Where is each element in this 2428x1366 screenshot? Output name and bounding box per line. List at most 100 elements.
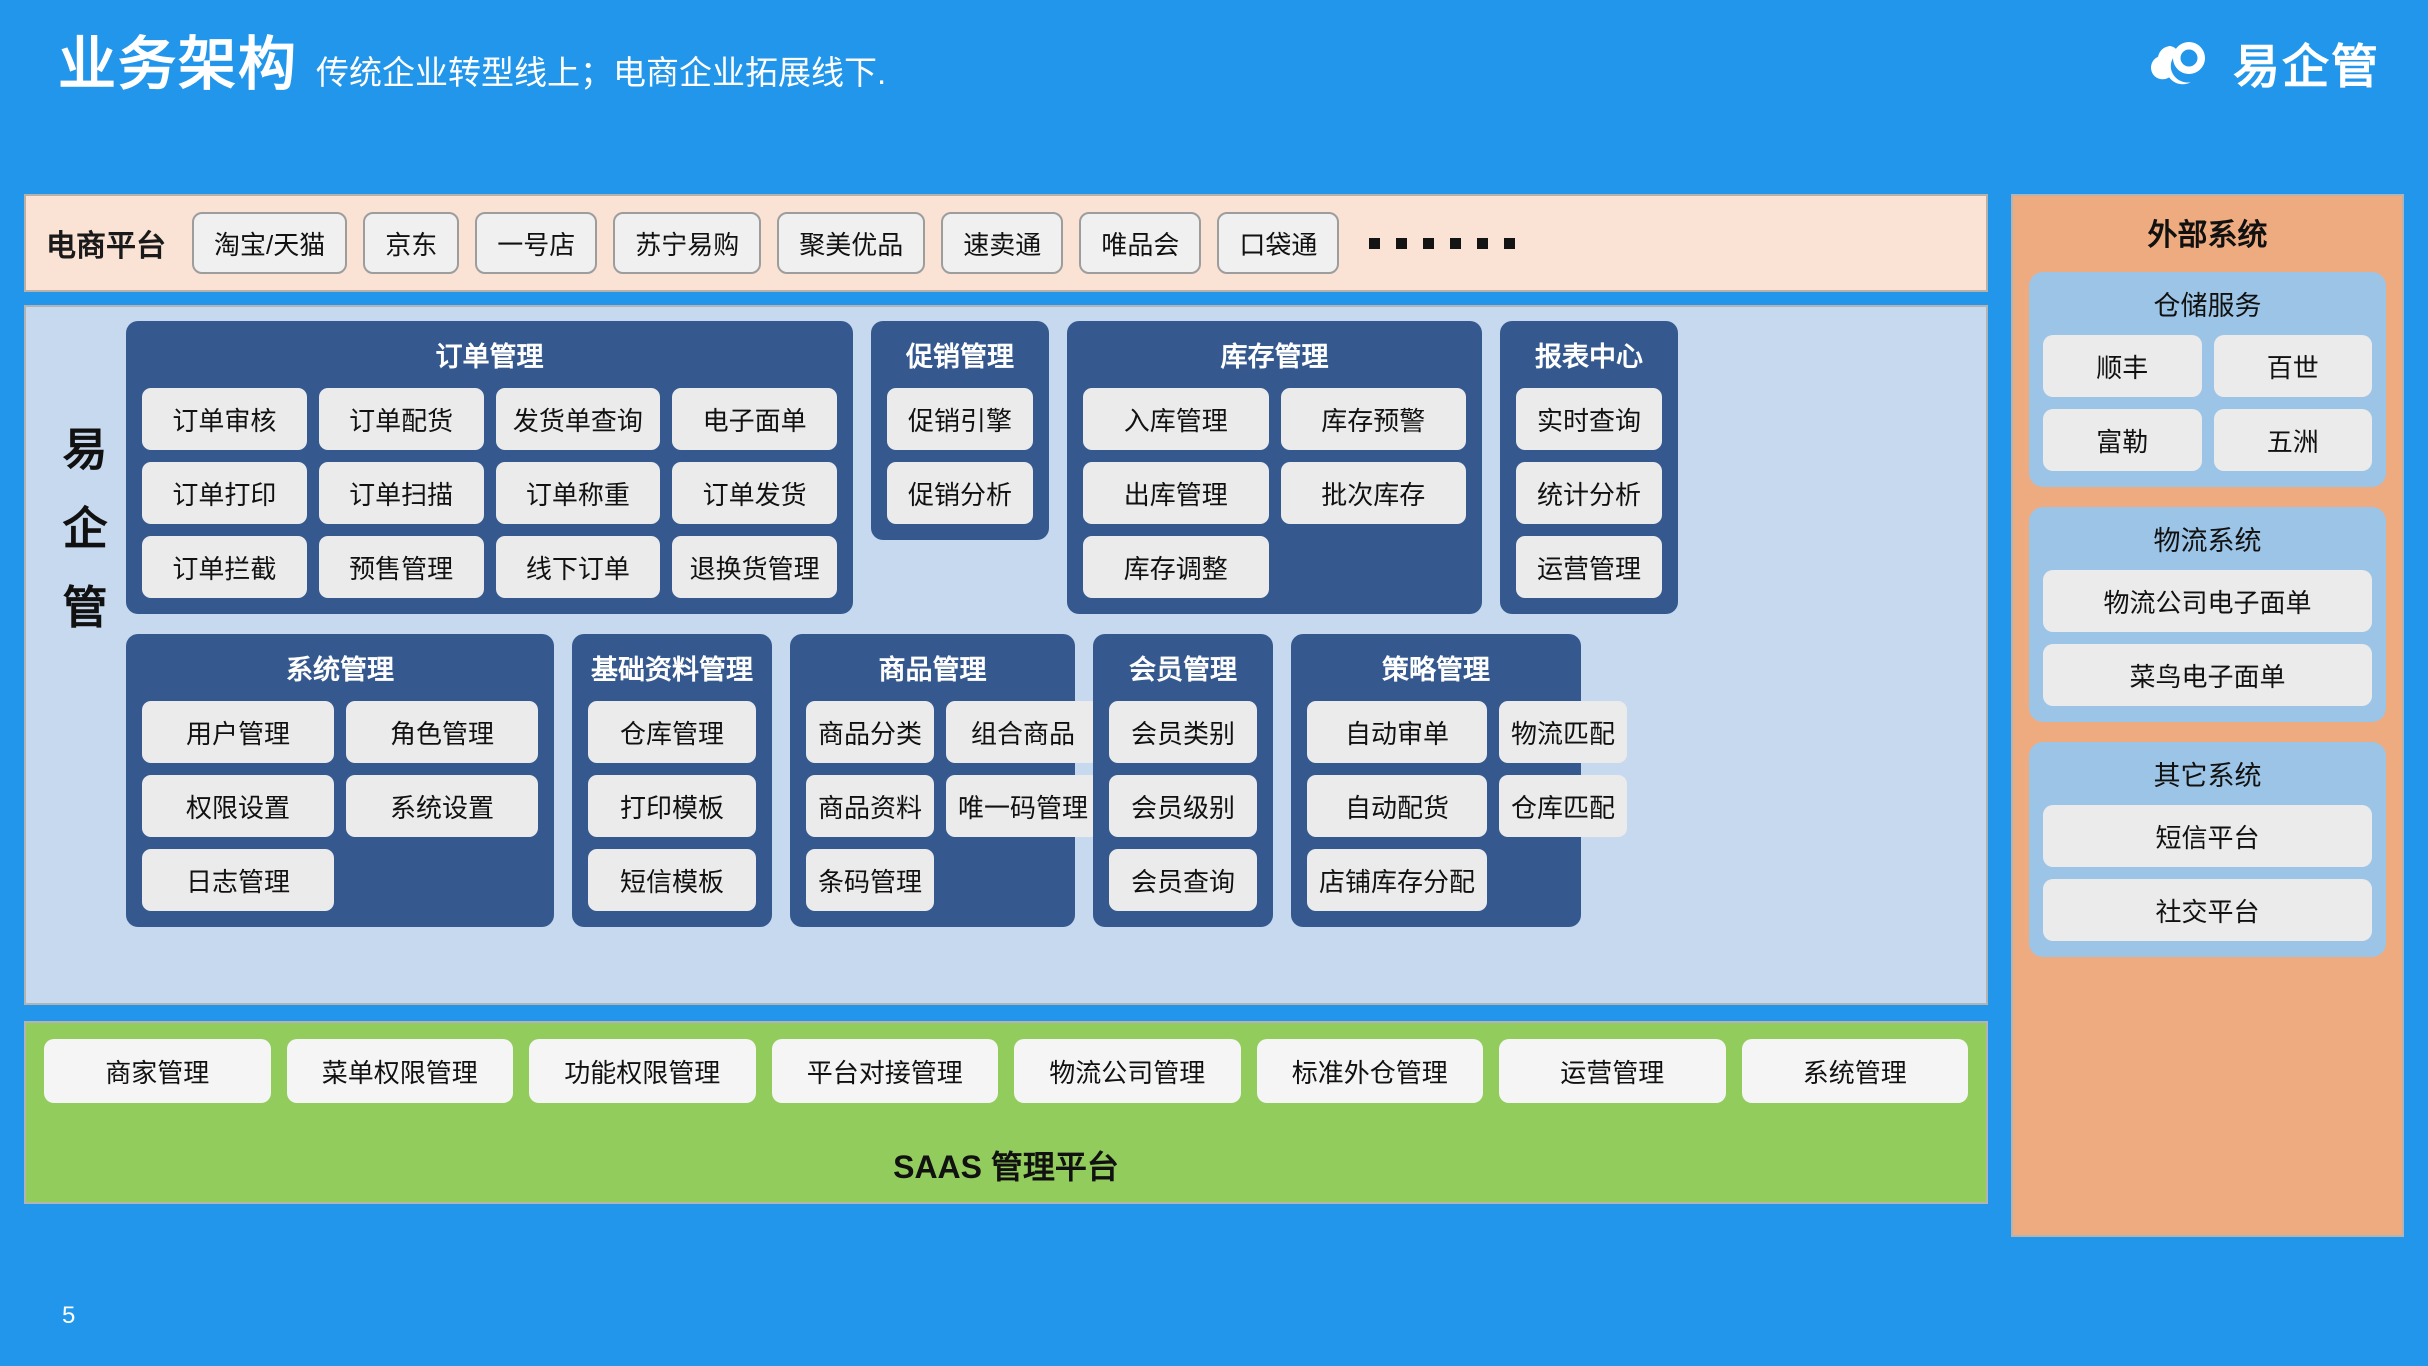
- module-item[interactable]: 订单打印: [142, 462, 307, 524]
- module-item[interactable]: 订单审核: [142, 388, 307, 450]
- vertical-brand-label: 易 企 管: [54, 427, 116, 630]
- module-item[interactable]: 角色管理: [346, 701, 538, 763]
- vertical-brand-char: 管: [62, 582, 108, 633]
- saas-item[interactable]: 运营管理: [1499, 1039, 1726, 1103]
- module-item[interactable]: 店铺库存分配: [1307, 849, 1488, 911]
- module-row: 系统管理用户管理角色管理权限设置系统设置日志管理 基础资料管理仓库管理打印模板短信…: [126, 634, 1972, 927]
- module-item[interactable]: 权限设置: [142, 775, 334, 837]
- module-item[interactable]: 订单发货: [672, 462, 837, 524]
- module-item-grid: 实时查询统计分析运营管理: [1516, 388, 1662, 598]
- external-item-grid: 顺丰百世富勒五洲: [2043, 335, 2372, 471]
- platform-chip[interactable]: 一号店: [475, 212, 598, 274]
- page-subtitle: 传统企业转型线上；电商企业拓展线下.: [316, 54, 887, 91]
- external-item[interactable]: 富勒: [2043, 409, 2202, 471]
- module-item[interactable]: 统计分析: [1516, 462, 1662, 524]
- saas-item[interactable]: 系统管理: [1741, 1039, 1968, 1103]
- module-card: 系统管理用户管理角色管理权限设置系统设置日志管理: [126, 634, 554, 927]
- module-item[interactable]: 自动审单: [1307, 701, 1488, 763]
- module-item[interactable]: 日志管理: [142, 849, 334, 911]
- module-item[interactable]: 系统设置: [346, 775, 538, 837]
- module-item[interactable]: 自动配货: [1307, 775, 1488, 837]
- external-item[interactable]: 五洲: [2213, 409, 2372, 471]
- module-item[interactable]: 订单称重: [495, 462, 661, 524]
- module-item[interactable]: 线下订单: [495, 536, 661, 598]
- external-item[interactable]: 百世: [2213, 335, 2372, 397]
- external-item[interactable]: 菜鸟电子面单: [2043, 644, 2372, 706]
- module-item[interactable]: 促销引擎: [887, 388, 1033, 450]
- module-grid: 订单管理订单审核订单配货发货单查询电子面单订单打印订单扫描订单称重订单发货订单拦…: [126, 321, 1972, 927]
- saas-item[interactable]: 功能权限管理: [529, 1039, 756, 1103]
- external-item[interactable]: 短信平台: [2043, 805, 2372, 867]
- saas-item[interactable]: 标准外仓管理: [1256, 1039, 1483, 1103]
- platform-chip[interactable]: 京东: [363, 212, 460, 274]
- external-group: 物流系统物流公司电子面单菜鸟电子面单: [2029, 507, 2386, 722]
- ecommerce-platform-strip: 电商平台 淘宝/天猫京东一号店苏宁易购聚美优品速卖通唯品会口袋通: [24, 194, 1988, 292]
- module-item[interactable]: 会员类别: [1109, 701, 1257, 763]
- module-item-grid: 入库管理库存预警出库管理批次库存库存调整: [1083, 388, 1466, 598]
- module-item[interactable]: 商品分类: [806, 701, 935, 763]
- module-item[interactable]: 条码管理: [806, 849, 935, 911]
- external-group: 仓储服务顺丰百世富勒五洲: [2029, 272, 2386, 487]
- module-item[interactable]: 入库管理: [1083, 388, 1269, 450]
- module-item[interactable]: 库存调整: [1083, 536, 1269, 598]
- saas-platform-label: SAAS 管理平台: [893, 1149, 1119, 1185]
- module-item[interactable]: 订单拦截: [142, 536, 307, 598]
- module-item[interactable]: 电子面单: [672, 388, 837, 450]
- page-title: 业务架构: [58, 32, 299, 97]
- module-item[interactable]: 仓库管理: [588, 701, 756, 763]
- module-item[interactable]: 物流匹配: [1499, 701, 1628, 763]
- module-item-grid: 促销引擎促销分析: [887, 388, 1033, 524]
- module-card: 库存管理入库管理库存预警出库管理批次库存库存调整: [1067, 321, 1482, 614]
- external-item[interactable]: 顺丰: [2043, 335, 2202, 397]
- module-item[interactable]: 订单配货: [318, 388, 484, 450]
- module-item-grid: 订单审核订单配货发货单查询电子面单订单打印订单扫描订单称重订单发货订单拦截预售管…: [142, 388, 837, 598]
- module-item[interactable]: 会员级别: [1109, 775, 1257, 837]
- saas-item[interactable]: 商家管理: [44, 1039, 271, 1103]
- platform-chip[interactable]: 淘宝/天猫: [192, 212, 348, 274]
- platform-chip[interactable]: 速卖通: [941, 212, 1064, 274]
- module-title: 基础资料管理: [591, 655, 753, 685]
- saas-item[interactable]: 物流公司管理: [1014, 1039, 1241, 1103]
- module-item[interactable]: 订单扫描: [318, 462, 484, 524]
- module-item[interactable]: 实时查询: [1516, 388, 1662, 450]
- module-item[interactable]: 组合商品: [946, 701, 1101, 763]
- module-item[interactable]: 打印模板: [588, 775, 756, 837]
- platform-chip[interactable]: 口袋通: [1217, 212, 1340, 274]
- saas-item[interactable]: 菜单权限管理: [286, 1039, 513, 1103]
- external-group-title: 其它系统: [2153, 761, 2262, 791]
- module-item[interactable]: 运营管理: [1516, 536, 1662, 598]
- module-item[interactable]: 唯一码管理: [946, 775, 1101, 837]
- saas-item[interactable]: 平台对接管理: [771, 1039, 998, 1103]
- module-item[interactable]: 发货单查询: [495, 388, 661, 450]
- external-item[interactable]: 物流公司电子面单: [2043, 570, 2372, 632]
- module-item[interactable]: 短信模板: [588, 849, 756, 911]
- platform-chip-list: 淘宝/天猫京东一号店苏宁易购聚美优品速卖通唯品会口袋通: [192, 212, 1516, 274]
- module-item[interactable]: 用户管理: [142, 701, 334, 763]
- saas-chip-list: 商家管理菜单权限管理功能权限管理平台对接管理物流公司管理标准外仓管理运营管理系统…: [44, 1039, 1968, 1103]
- module-item-grid: 会员类别会员级别会员查询: [1109, 701, 1257, 911]
- module-item[interactable]: 仓库匹配: [1499, 775, 1628, 837]
- platform-chip[interactable]: 苏宁易购: [613, 212, 762, 274]
- left-column: 电商平台 淘宝/天猫京东一号店苏宁易购聚美优品速卖通唯品会口袋通 易 企 管 订…: [24, 194, 1988, 1204]
- module-item[interactable]: 退换货管理: [672, 536, 837, 598]
- module-row: 订单管理订单审核订单配货发货单查询电子面单订单打印订单扫描订单称重订单发货订单拦…: [126, 321, 1972, 614]
- module-title: 订单管理: [435, 342, 544, 372]
- external-group: 其它系统短信平台社交平台: [2029, 742, 2386, 957]
- module-item[interactable]: 促销分析: [887, 462, 1033, 524]
- module-item[interactable]: 商品资料: [806, 775, 935, 837]
- module-item[interactable]: 会员查询: [1109, 849, 1257, 911]
- module-item[interactable]: 库存预警: [1280, 388, 1466, 450]
- module-card: 会员管理会员类别会员级别会员查询: [1093, 634, 1273, 927]
- module-item[interactable]: 出库管理: [1083, 462, 1269, 524]
- module-title: 报表中心: [1535, 342, 1643, 372]
- module-item[interactable]: 预售管理: [318, 536, 484, 598]
- platform-chip[interactable]: 聚美优品: [777, 212, 926, 274]
- platform-chip[interactable]: 唯品会: [1079, 212, 1202, 274]
- external-systems-panel: 外部系统 仓储服务顺丰百世富勒五洲物流系统物流公司电子面单菜鸟电子面单其它系统短…: [2011, 194, 2404, 1237]
- slide-header: 业务架构 传统企业转型线上；电商企业拓展线下. 易企管: [0, 0, 2428, 185]
- module-card: 促销管理促销引擎促销分析: [871, 321, 1049, 540]
- module-item[interactable]: 批次库存: [1280, 462, 1466, 524]
- external-item[interactable]: 社交平台: [2043, 879, 2372, 941]
- module-title: 促销管理: [906, 342, 1014, 372]
- brand-logo: 易企管: [2151, 38, 2380, 94]
